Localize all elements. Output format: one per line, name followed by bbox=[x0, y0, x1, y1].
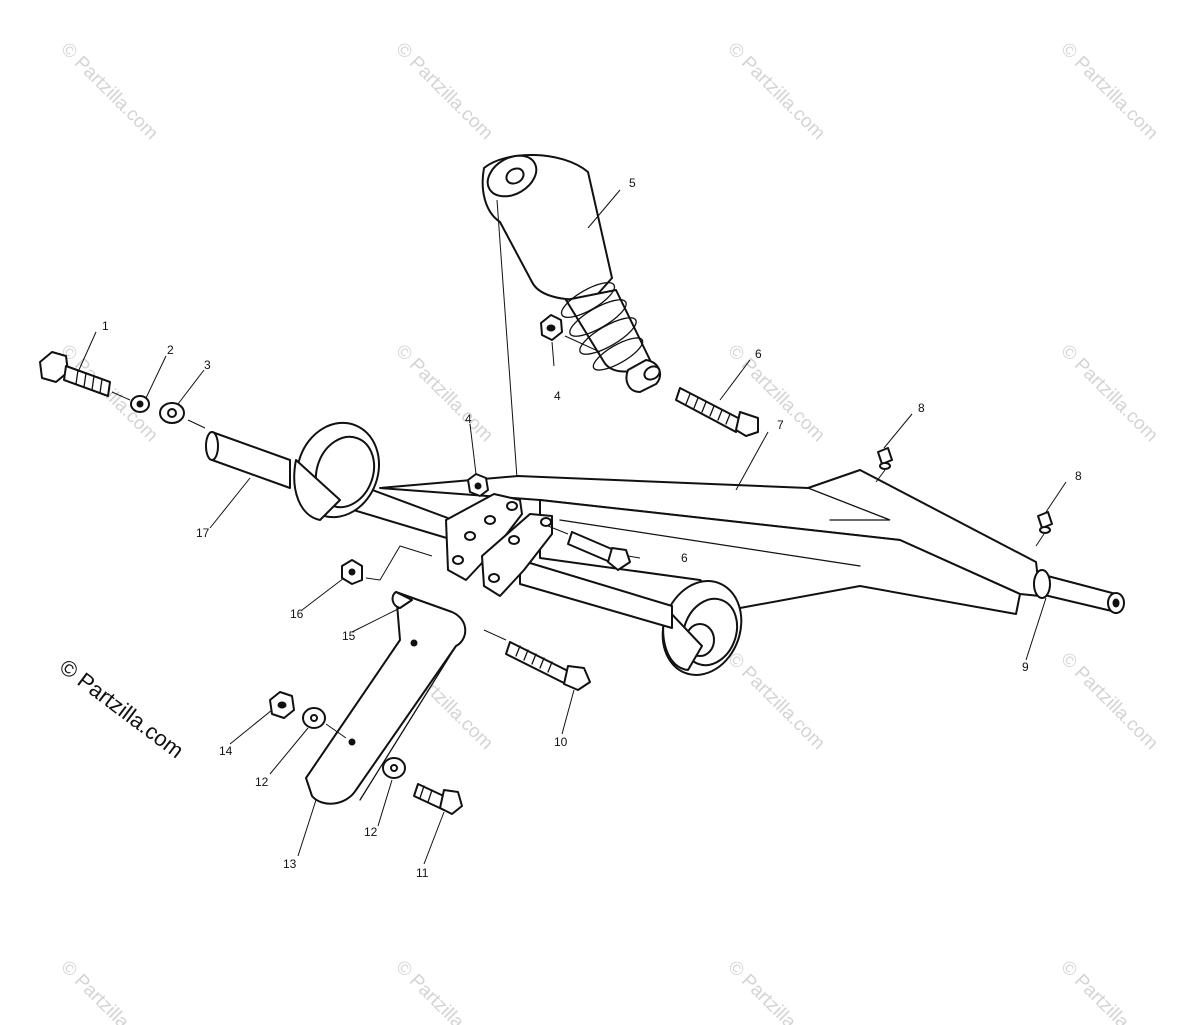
callout-label: 11 bbox=[416, 866, 429, 880]
watermark: © Partzilla.com bbox=[723, 957, 828, 1025]
bolt-10 bbox=[483, 629, 591, 691]
washer-12-lower bbox=[382, 757, 406, 779]
watermark: © Partzilla.com bbox=[1056, 957, 1161, 1025]
callout-label: 13 bbox=[283, 857, 297, 871]
washer-12-upper bbox=[302, 707, 347, 739]
watermark: © Partzilla.com bbox=[1056, 39, 1161, 144]
nut-4-lower bbox=[467, 473, 489, 497]
cross-shaft-17 bbox=[205, 421, 481, 549]
callout-label: 6 bbox=[755, 347, 762, 361]
callout-label: 5 bbox=[629, 176, 636, 190]
bolt-1 bbox=[39, 351, 131, 401]
shock-absorber bbox=[481, 153, 662, 479]
watermark: © Partzilla.com bbox=[1056, 649, 1161, 754]
link-13 bbox=[305, 591, 467, 805]
watermark: © Partzilla.com bbox=[1056, 341, 1161, 446]
nut-14 bbox=[269, 691, 295, 719]
watermark: © Partzilla.com bbox=[391, 957, 496, 1025]
callout-label: 16 bbox=[290, 607, 304, 621]
callout-label: 2 bbox=[167, 343, 174, 357]
grease-fitting-8-lower bbox=[1035, 511, 1053, 547]
grease-fitting-8-upper bbox=[875, 447, 893, 483]
callout-label: 12 bbox=[255, 775, 269, 789]
mounting-brackets bbox=[445, 493, 553, 597]
leader-lines bbox=[77, 189, 1067, 865]
nut-4-upper bbox=[540, 314, 601, 353]
bolt-6-upper bbox=[675, 387, 759, 437]
a-arm-7 bbox=[379, 469, 1041, 676]
callout-label: 9 bbox=[1022, 660, 1029, 674]
watermark: © Partzilla.com bbox=[56, 957, 161, 1025]
spindle-9 bbox=[1033, 569, 1125, 614]
callout-labels: 1 2 3 4 4 5 6 6 7 8 8 9 10 11 12 12 13 1… bbox=[102, 176, 1082, 880]
callout-label: 6 bbox=[681, 551, 688, 565]
callout-label: 17 bbox=[196, 526, 210, 540]
callout-label: 8 bbox=[1075, 469, 1082, 483]
watermark: © Partzilla.com bbox=[723, 649, 828, 754]
callout-label: 4 bbox=[465, 412, 472, 426]
callout-label: 10 bbox=[554, 735, 568, 749]
watermark: © Partzilla.com bbox=[723, 39, 828, 144]
brand-watermark: © Partzilla.com bbox=[55, 654, 188, 763]
callout-label: 7 bbox=[777, 418, 784, 432]
callout-label: 4 bbox=[554, 389, 561, 403]
callout-label: 14 bbox=[219, 744, 233, 758]
callout-label: 8 bbox=[918, 401, 925, 415]
callout-label: 15 bbox=[342, 629, 356, 643]
bolt-11 bbox=[413, 783, 463, 815]
bolt-6-middle bbox=[547, 525, 631, 571]
watermark: © Partzilla.com bbox=[391, 39, 496, 144]
callout-label: 3 bbox=[204, 358, 211, 372]
watermark: © Partzilla.com bbox=[391, 341, 496, 446]
lockwasher-2 bbox=[130, 395, 150, 413]
callout-label: 12 bbox=[364, 825, 378, 839]
nut-16 bbox=[341, 545, 433, 585]
washer-3 bbox=[159, 402, 206, 429]
watermark: © Partzilla.com bbox=[56, 39, 161, 144]
callout-label: 1 bbox=[102, 319, 109, 333]
